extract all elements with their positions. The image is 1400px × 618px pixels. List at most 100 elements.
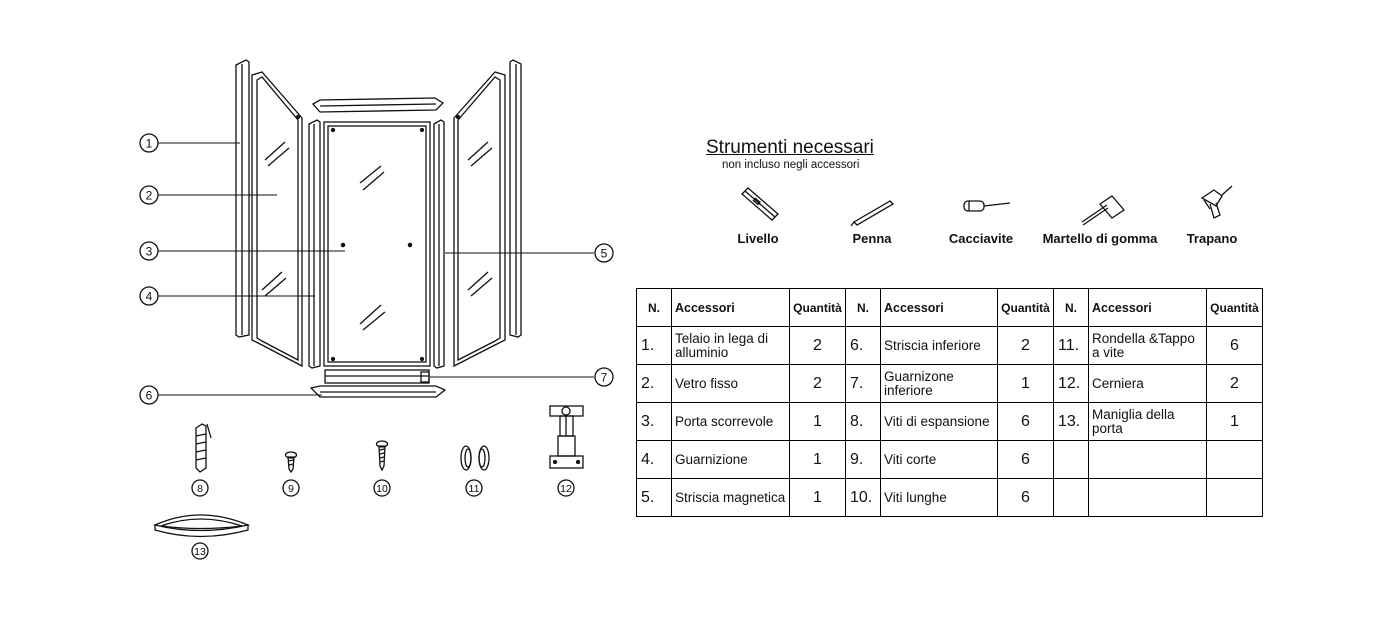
item-name: Viti di espansione	[880, 402, 998, 441]
callout-2: 2	[146, 189, 153, 203]
left-seal-profile	[308, 119, 321, 369]
table-row: 1. Telaio in lega di alluminio 2 6. Stri…	[636, 326, 1263, 365]
header-n: N.	[845, 288, 881, 327]
item-number	[1053, 440, 1089, 479]
item-name: Rondella &Tappo a vite	[1088, 326, 1207, 365]
item-quantity: 2	[789, 326, 846, 365]
item-number: 7.	[845, 364, 881, 403]
header-accessori: Accessori	[671, 288, 790, 327]
left-fixed-glass	[251, 71, 303, 368]
item-quantity: 6	[997, 478, 1054, 517]
callout-5: 5	[601, 247, 608, 261]
item-number: 3.	[636, 402, 672, 441]
header-accessori: Accessori	[1088, 288, 1207, 327]
long-screw-icon	[375, 440, 389, 472]
header-accessori: Accessori	[880, 288, 998, 327]
expansion-screw-icon	[195, 423, 212, 473]
callout-markers	[139, 133, 614, 405]
item-number: 9.	[845, 440, 881, 479]
table-row: 5. Striscia magnetica 1 10. Viti lunghe …	[636, 478, 1263, 517]
sliding-door	[323, 121, 431, 367]
item-name: Striscia inferiore	[880, 326, 998, 365]
item-quantity: 1	[789, 440, 846, 479]
right-fixed-glass	[453, 71, 506, 368]
level-icon	[741, 187, 779, 221]
item-name: Striscia magnetica	[671, 478, 790, 517]
item-name: Viti lunghe	[880, 478, 998, 517]
item-quantity: 1	[789, 402, 846, 441]
header-quantita: Quantità	[997, 288, 1054, 327]
item-name: Guarnizone inferiore	[880, 364, 998, 403]
callout-6: 6	[146, 389, 153, 403]
item-number: 2.	[636, 364, 672, 403]
item-name: Guarnizione	[671, 440, 790, 479]
accessories-table: N. Accessori Quantità N. Accessori Quant…	[636, 288, 1263, 517]
item-name	[1088, 478, 1207, 517]
accessory-number-10: 10	[376, 483, 388, 495]
accessory-number-8: 8	[197, 483, 203, 495]
header-n: N.	[636, 288, 672, 327]
table-row: 3. Porta scorrevole 1 8. Viti di espansi…	[636, 402, 1263, 441]
item-name: Porta scorrevole	[671, 402, 790, 441]
screwdriver-icon	[963, 200, 1011, 212]
item-quantity: 6	[997, 402, 1054, 441]
callout-3: 3	[146, 245, 153, 259]
top-strip	[311, 97, 445, 113]
right-aluminium-frame	[509, 59, 522, 338]
tool-label-cacciavite: Cacciavite	[948, 231, 1014, 246]
table-row: 4. Guarnizione 1 9. Viti corte 6	[636, 440, 1263, 479]
accessory-number-12: 12	[560, 483, 572, 495]
tool-label-trapano: Trapano	[1186, 231, 1238, 246]
item-quantity: 2	[1206, 364, 1263, 403]
item-number	[1053, 478, 1089, 517]
drill-icon	[1200, 185, 1233, 219]
accessory-number-11: 11	[469, 483, 480, 495]
rubber-hammer-icon	[1081, 195, 1125, 226]
item-name	[1088, 440, 1207, 479]
tool-label-martello: Martello di gomma	[1042, 231, 1158, 246]
bottom-seal	[324, 369, 430, 384]
item-number: 1.	[636, 326, 672, 365]
item-number: 4.	[636, 440, 672, 479]
table-row: 2. Vetro fisso 2 7. Guarnizone inferiore…	[636, 364, 1263, 403]
accessory-number-13: 13	[194, 546, 206, 558]
accessory-number-markers	[191, 479, 575, 560]
item-quantity: 6	[1206, 326, 1263, 365]
item-quantity: 1	[1206, 402, 1263, 441]
callout-1: 1	[146, 137, 153, 151]
item-number: 10.	[845, 478, 881, 517]
item-number: 5.	[636, 478, 672, 517]
left-aluminium-frame	[235, 59, 250, 338]
washer-cap-icon	[460, 445, 490, 471]
bottom-strip	[309, 385, 447, 398]
item-quantity: 6	[997, 440, 1054, 479]
item-name: Viti corte	[880, 440, 998, 479]
item-quantity: 2	[997, 326, 1054, 365]
item-quantity: 1	[997, 364, 1054, 403]
item-name: Telaio in lega di alluminio	[671, 326, 790, 365]
item-number: 13.	[1053, 402, 1089, 441]
item-quantity	[1206, 440, 1263, 479]
item-number: 6.	[845, 326, 881, 365]
table-header-row: N. Accessori Quantità N. Accessori Quant…	[636, 288, 1263, 327]
callout-4: 4	[146, 290, 153, 304]
leader-lines	[158, 142, 594, 396]
callout-7: 7	[601, 371, 608, 385]
pen-icon	[850, 200, 895, 227]
header-quantita: Quantità	[1206, 288, 1263, 327]
tool-label-penna: Penna	[852, 231, 892, 246]
right-magnetic-profile	[433, 119, 445, 369]
door-handle-icon	[152, 514, 251, 538]
item-number: 11.	[1053, 326, 1089, 365]
item-quantity: 1	[789, 478, 846, 517]
item-name: Vetro fisso	[671, 364, 790, 403]
accessory-number-9: 9	[288, 483, 294, 495]
item-number: 12.	[1053, 364, 1089, 403]
item-name: Maniglia della porta	[1088, 402, 1207, 441]
item-quantity	[1206, 478, 1263, 517]
short-screw-icon	[284, 451, 298, 474]
tools-title: Strumenti necessari	[706, 137, 874, 158]
tool-label-livello: Livello	[737, 231, 779, 246]
header-n: N.	[1053, 288, 1089, 327]
